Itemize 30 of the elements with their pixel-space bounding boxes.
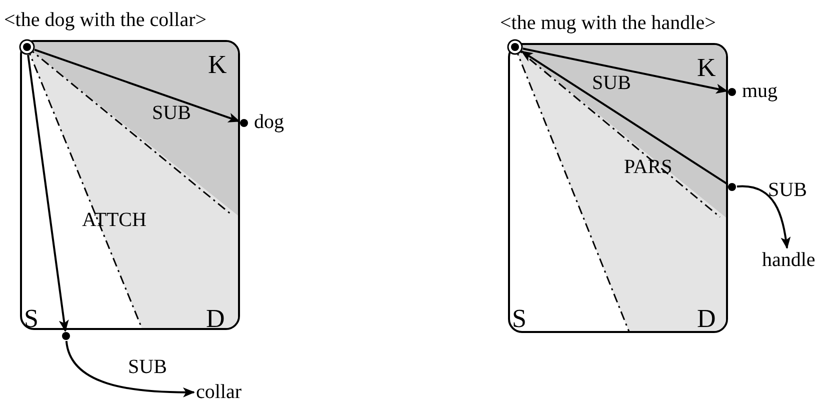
edge-label: PARS <box>624 157 672 177</box>
arrow <box>522 48 728 94</box>
arrow <box>736 185 791 249</box>
region-letter: S <box>512 306 526 332</box>
edge-label: SUB <box>152 103 191 123</box>
panel-heading: <the dog with the collar> <box>4 10 207 30</box>
arrow <box>27 54 69 332</box>
word-label: mug <box>742 81 778 101</box>
anchor-dot <box>61 331 71 341</box>
region-letter: D <box>206 306 225 332</box>
region-letter: K <box>697 55 716 81</box>
arrow <box>520 50 728 186</box>
word-label: dog <box>254 112 284 132</box>
arrow <box>65 340 195 398</box>
edge-label: SUB <box>768 180 807 200</box>
region-letter: S <box>24 306 38 332</box>
region-letter: D <box>697 306 716 332</box>
anchor-dot <box>727 182 737 192</box>
anchor-dot <box>727 87 737 97</box>
word-label: collar <box>196 382 242 402</box>
arrow <box>34 48 240 122</box>
word-label: handle <box>762 250 816 270</box>
edge-label: SUB <box>128 357 167 377</box>
origin-point <box>507 39 523 55</box>
anchor-dot <box>239 118 249 128</box>
edge-label: SUB <box>592 73 631 93</box>
edge-label: ATTCH <box>82 210 146 230</box>
panel-heading: <the mug with the handle> <box>500 13 716 33</box>
origin-point <box>19 39 35 55</box>
region-letter: K <box>208 52 227 78</box>
